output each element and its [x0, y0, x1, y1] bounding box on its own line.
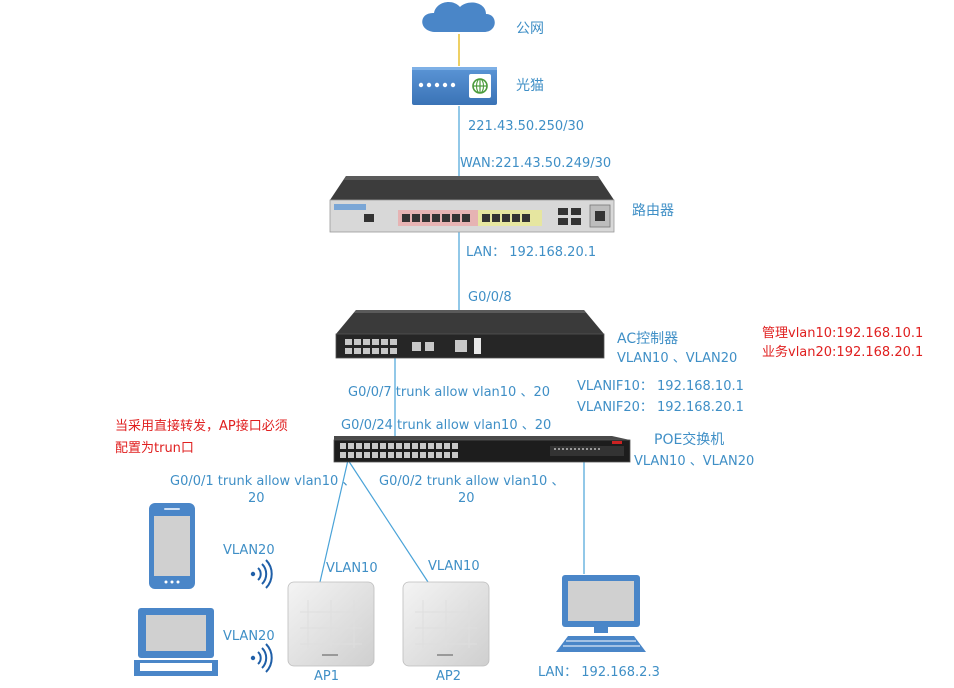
ac-port-label: G0/0/8	[468, 290, 512, 305]
links	[319, 34, 585, 583]
vlanif20-label: VLANIF20： 192.168.20.1	[577, 400, 744, 415]
sw-g002-label-2: 20	[458, 491, 475, 506]
wifi-icon	[250, 559, 273, 589]
ac-g007-label: G0/0/7 trunk allow vlan10 、20	[348, 385, 550, 400]
internet-label: 公网	[516, 21, 544, 37]
ap2-label: AP2	[436, 669, 461, 684]
sw-g001-label-1: G0/0/1 trunk allow vlan10 、	[170, 474, 355, 489]
mgmt-note: 管理vlan10:192.168.10.1	[762, 326, 923, 341]
ac-controller-icon	[335, 310, 605, 359]
modem-icon	[412, 67, 497, 105]
ap-note-line1: 当采用直接转发，AP接口必须	[115, 418, 288, 434]
ap2-vlan-label: VLAN10	[428, 559, 480, 574]
pc-lan-label: LAN： 192.168.2.3	[538, 665, 660, 680]
ac-vlans-label: VLAN10 、VLAN20	[617, 351, 737, 366]
poe-vlans-label: VLAN10 、VLAN20	[634, 454, 754, 469]
ac-label: AC控制器	[617, 331, 678, 347]
ap-note-line2: 配置为trun口	[115, 441, 194, 456]
router-wan-label: WAN:221.43.50.249/30	[460, 156, 611, 171]
link-switch-ap2	[347, 459, 429, 583]
sw-g001-label-2: 20	[248, 491, 265, 506]
sw-g002-label-1: G0/0/2 trunk allow vlan10 、	[379, 474, 564, 489]
laptop-vlan-label: VLAN20	[223, 629, 275, 644]
ap1-label: AP1	[314, 669, 339, 684]
sw-g0024-label: G0/0/24 trunk allow vlan10 、20	[341, 418, 551, 433]
laptop-icon	[134, 608, 218, 676]
ap1-vlan-label: VLAN10	[326, 561, 378, 576]
biz-note: 业务vlan20:192.168.20.1	[762, 344, 923, 360]
router-lan-label: LAN： 192.168.20.1	[466, 245, 596, 260]
poe-switch-label: POE交换机	[654, 431, 724, 448]
router-icon	[329, 176, 615, 233]
modem-label: 光猫	[516, 78, 544, 94]
cloud-icon	[422, 2, 495, 32]
wifi-icon	[250, 643, 273, 673]
poe-switch-icon	[333, 436, 631, 463]
access-point-icon	[287, 581, 375, 667]
router-label: 路由器	[632, 203, 674, 219]
modem-ip-label: 221.43.50.250/30	[468, 119, 584, 134]
phone-vlan-label: VLAN20	[223, 543, 275, 558]
access-point-icon	[402, 581, 490, 667]
desktop-pc-icon	[556, 575, 646, 652]
phone-icon	[149, 503, 195, 589]
link-switch-ap1	[319, 459, 349, 583]
vlanif10-label: VLANIF10： 192.168.10.1	[577, 379, 744, 394]
